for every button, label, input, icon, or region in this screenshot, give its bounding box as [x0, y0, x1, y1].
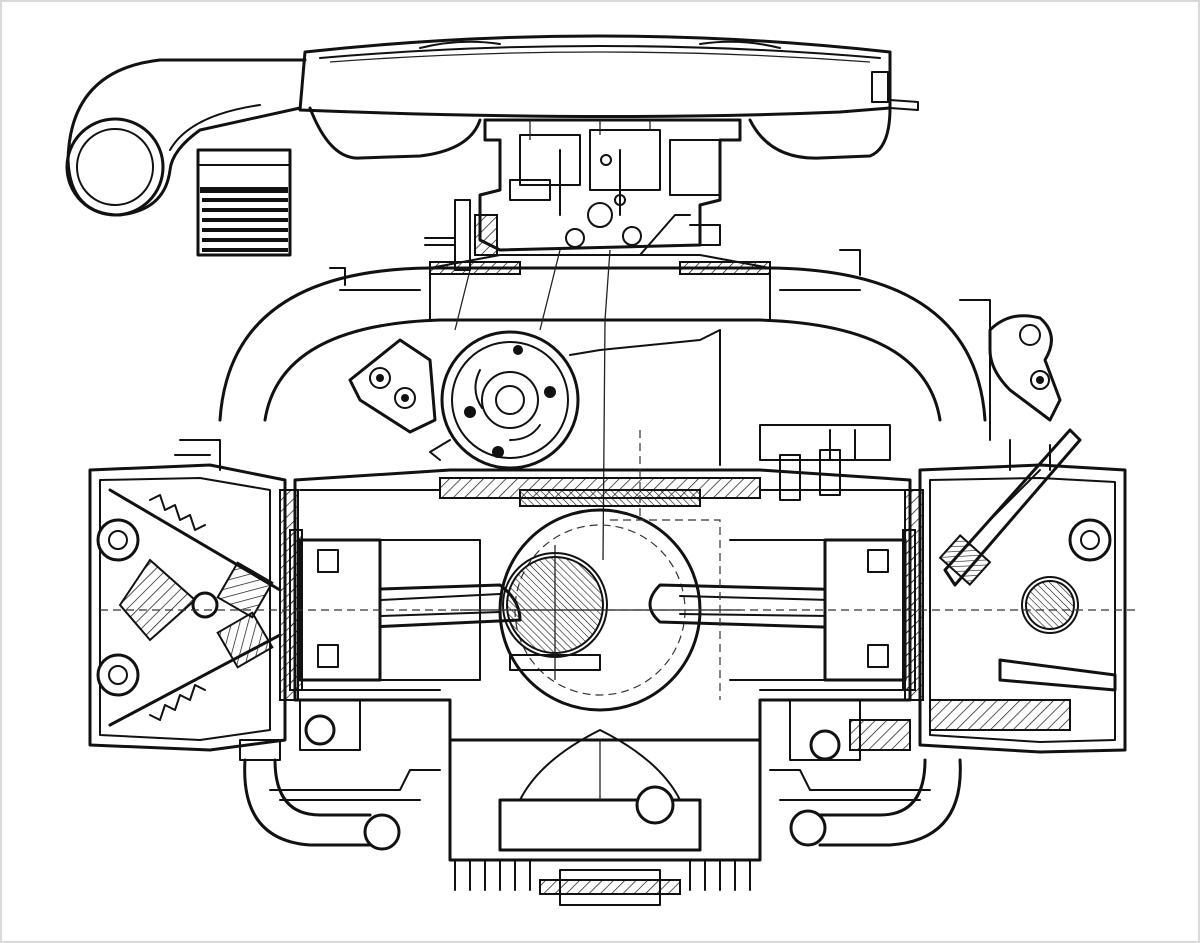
- intake-bellows: [196, 148, 292, 257]
- distributor-drive-disc: [429, 330, 580, 470]
- air-cleaner-housing: [298, 34, 919, 160]
- cylinder-head-left: [88, 463, 287, 752]
- intake-snorkel-tube: [65, 58, 307, 217]
- carburetor: [424, 118, 742, 271]
- exhaust-pipe-left: [243, 758, 441, 851]
- exhaust-pipe-right: [769, 758, 962, 847]
- pump-bracket: [348, 338, 437, 434]
- throttle-linkage-right: [959, 299, 1062, 441]
- spark-plug-right: [938, 428, 1082, 587]
- cylinder-head-right: [918, 439, 1127, 754]
- head-studs-left: [174, 439, 281, 761]
- crankshaft-journal: [460, 508, 740, 712]
- valve-springs-left: [108, 488, 282, 727]
- fuel-lines: [454, 249, 721, 561]
- oil-sump: [448, 729, 762, 906]
- intake-manifold: [218, 249, 987, 422]
- center-lines: [100, 430, 1135, 611]
- crankcase-center: [293, 424, 912, 742]
- lower-crankcase-details: [299, 699, 911, 800]
